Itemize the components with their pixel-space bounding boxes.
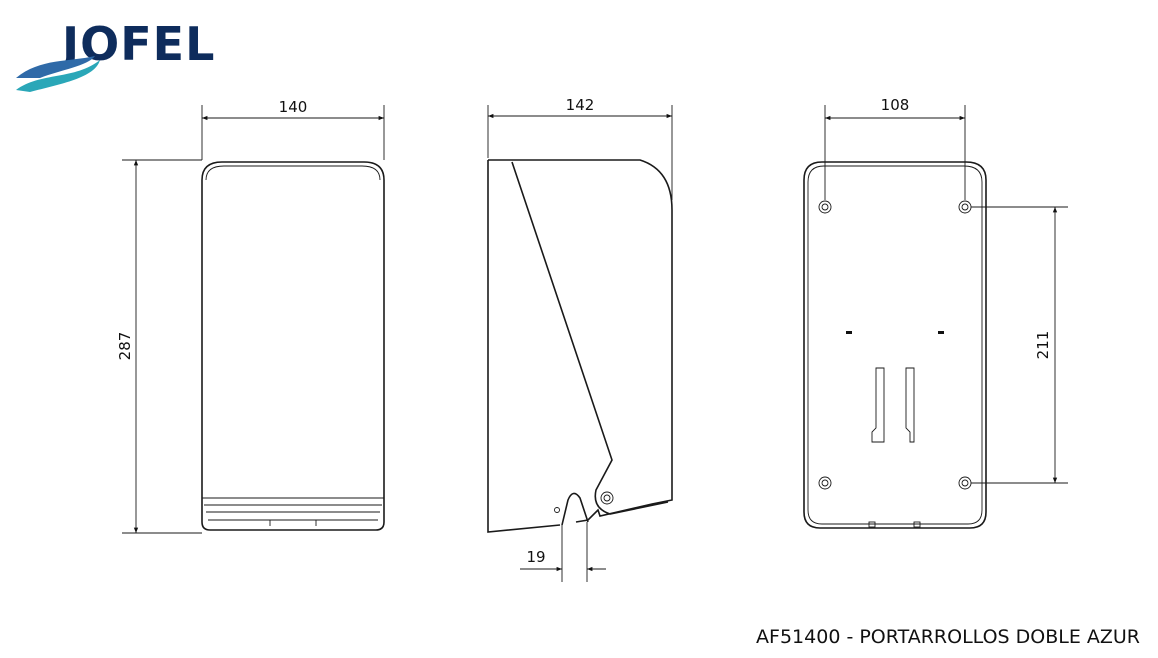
dim-front-height: 287: [116, 332, 134, 361]
dim-side-depth: 142: [566, 96, 595, 114]
back-view: 108 211: [803, 96, 1068, 529]
dim-back-hole-h: 108: [881, 96, 910, 114]
logo-wave-blue: [16, 56, 95, 78]
dim-side-slot: 19: [526, 548, 545, 566]
jofel-logo: JOFEL: [16, 17, 214, 92]
product-caption: AF51400 - PORTARROLLOS DOBLE AZUR: [756, 626, 1140, 648]
front-view: 140 287: [116, 98, 385, 534]
mounting-holes: [818, 200, 972, 490]
logo-wave-teal: [16, 60, 100, 92]
dim-front-width: 140: [279, 98, 308, 116]
side-view: 142 19: [487, 96, 673, 582]
dim-back-hole-v: 211: [1034, 331, 1052, 360]
